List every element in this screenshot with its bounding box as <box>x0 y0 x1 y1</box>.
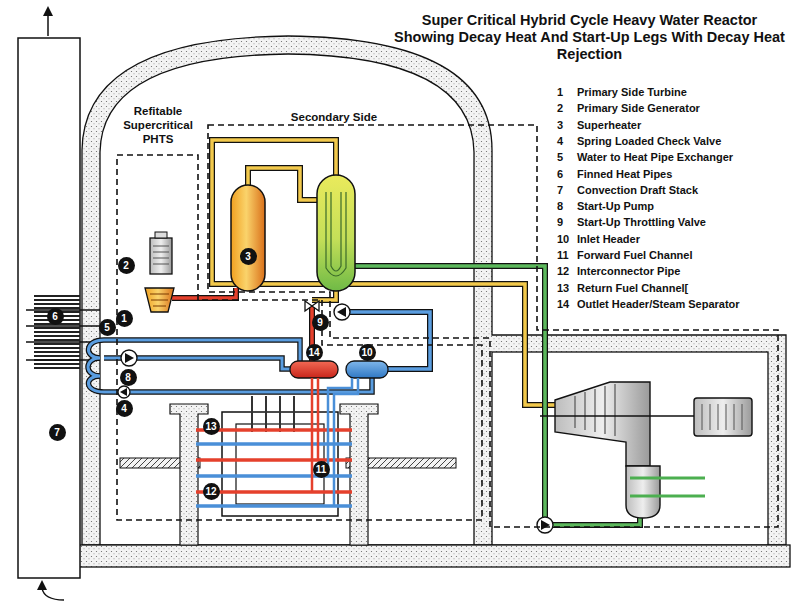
turbine-blades <box>575 384 615 436</box>
key-number: 11 <box>557 249 569 262</box>
callout-number: 9 <box>312 314 329 331</box>
turbine-blades <box>150 294 169 306</box>
outlet-header <box>290 361 338 378</box>
callout-number: 12 <box>203 483 220 500</box>
check-valve-flap <box>120 388 127 396</box>
generator-windings <box>153 246 169 264</box>
superheater-vessel <box>231 185 265 291</box>
callout-number: 6 <box>47 308 64 325</box>
exchanger-coil <box>88 340 104 392</box>
control-rods <box>252 396 294 432</box>
key-text: Spring Loaded Check Valve <box>577 135 721 148</box>
intake-arrow-head <box>37 580 47 590</box>
condenser-tubes <box>630 478 705 496</box>
key-number: 8 <box>557 200 563 213</box>
start-up-pump <box>121 350 137 366</box>
key-text: Finned Heat Pipes <box>577 168 672 181</box>
key-number: 10 <box>557 233 569 246</box>
condenser <box>626 466 660 518</box>
dashed-outline <box>208 125 778 527</box>
turbine-hall-interior <box>492 352 768 545</box>
main-generator <box>694 398 752 436</box>
callout-number: 3 <box>240 248 257 265</box>
decay-heat-pipe-outline <box>104 340 372 392</box>
key-text: Interconnector Pipe <box>577 265 680 278</box>
key-text: Convection Draft Stack <box>577 184 698 197</box>
callout-number: 11 <box>313 461 330 478</box>
primary-generator <box>150 238 172 274</box>
box-heading: Refitable Supercritical PHTS <box>115 104 201 146</box>
key-number: 3 <box>557 119 563 132</box>
key-text: Start-Up Pump <box>577 200 654 213</box>
check-valve <box>118 386 130 398</box>
dashed-boundary-box: Refitable Supercritical PHTS <box>113 100 485 522</box>
key-number: 13 <box>557 282 569 295</box>
key-text: Primary Side Turbine <box>577 86 687 99</box>
dashed-outline <box>198 108 780 530</box>
steam-pipe-outline <box>212 140 560 405</box>
callout-number: 14 <box>306 344 323 361</box>
pump-impeller <box>337 307 346 317</box>
callout-number: 7 <box>49 424 66 441</box>
main-turbine <box>555 382 650 466</box>
heat-pipe-fins <box>34 296 80 368</box>
box-heading: Secondary Side <box>286 110 382 124</box>
feedwater-pump <box>537 517 553 533</box>
cold-feeders <box>328 378 358 506</box>
key-number: 2 <box>557 102 563 115</box>
exhaust-arrow <box>47 14 49 36</box>
heat-exchanger-vessel <box>317 175 355 291</box>
turbine-shaft <box>540 415 694 417</box>
pump-impeller <box>125 353 134 363</box>
u-tubes <box>326 192 346 276</box>
key-number: 1 <box>557 86 563 99</box>
primary-turbine <box>145 288 174 312</box>
generator-windings <box>702 404 742 430</box>
draft-stack <box>18 38 80 578</box>
start-up-feed-pump <box>334 304 350 320</box>
ground-slab <box>62 545 790 567</box>
callout-number: 5 <box>99 319 116 336</box>
exchanger-coil-outline <box>88 340 104 392</box>
key-text: Forward Fuel Channel <box>577 249 693 262</box>
inlet-header <box>346 361 388 378</box>
callout-number: 2 <box>118 257 135 274</box>
key-text: Start-Up Throttling Valve <box>577 216 706 229</box>
pump-impeller <box>541 520 550 530</box>
callout-number: 8 <box>120 369 137 386</box>
key-number: 12 <box>557 265 569 278</box>
key-text: Return Fuel Channel[ <box>577 282 688 295</box>
diagram-title: Super Critical Hybrid Cycle Heavy Water … <box>392 12 787 63</box>
dashed-outline <box>113 100 485 522</box>
key-number: 6 <box>557 168 563 181</box>
key-number: 4 <box>557 135 563 148</box>
key-number: 5 <box>557 151 563 164</box>
key-text: Water to Heat Pipe Exchanger <box>577 151 733 164</box>
key-text: Outlet Header/Steam Separator <box>577 298 740 311</box>
key-text: Inlet Header <box>577 233 640 246</box>
hot-pipe-outline <box>172 288 336 361</box>
callout-number: 1 <box>116 310 133 327</box>
callout-number: 13 <box>203 418 220 435</box>
callout-number: 4 <box>116 400 133 417</box>
containment-wall <box>82 36 786 545</box>
exhaust-arrow-head <box>43 6 53 16</box>
key-text: Superheater <box>577 119 641 132</box>
throttling-valve <box>305 301 319 311</box>
key-text: Primary Side Generator <box>577 102 700 115</box>
steam-pipe <box>212 140 560 405</box>
dashed-boundary-box: Secondary Side <box>198 108 780 530</box>
key-number: 9 <box>557 216 563 229</box>
decay-heat-pipe <box>104 340 372 392</box>
key-number: 14 <box>557 298 569 311</box>
callout-number: 10 <box>359 344 376 361</box>
key-number: 7 <box>557 184 563 197</box>
generator-cap <box>155 232 167 238</box>
hot-pipe <box>172 288 312 361</box>
